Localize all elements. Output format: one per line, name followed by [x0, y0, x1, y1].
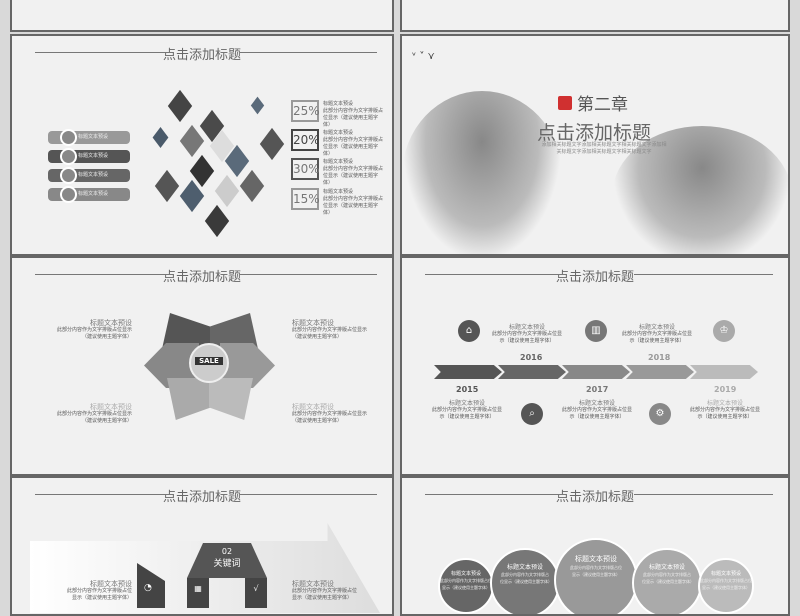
timeline-segment [562, 365, 630, 379]
list-item: 标题文本预设 [48, 148, 130, 165]
list-item: 标题文本预设 [48, 167, 130, 184]
item-body: 此部分内容作为文字排版占位显示（建议使用主题字体） [432, 407, 503, 420]
chapter-label: 第二章 [577, 95, 628, 115]
slide-partial-left[interactable] [10, 0, 394, 32]
keyword-number: 02 [221, 547, 233, 556]
year-label: 2018 [648, 353, 671, 362]
item-body: 此部分内容作为文字排版占位显示（建议使用主题字体） [323, 196, 384, 216]
item-body: 此部分内容作为文字排版占位显示（建议使用主题字体） [292, 327, 368, 340]
slide-title: 点击添加标题 [12, 266, 392, 285]
list-item: 标题文本预设 [48, 186, 130, 203]
item-body: 此部分内容作为文字排版占位显示（建议使用主题字体） [323, 166, 384, 186]
item-body: 此部分内容作为文字排版占位显示（建议使用主题字体） [323, 108, 384, 128]
item-heading: 标题文本预设 [90, 319, 132, 327]
item-body: 此部分内容作为文字排版占位显示（建议使用主题字体） [690, 407, 761, 420]
item-body: 此部分内容作为文字排版占位显示（建议使用主题字体） [323, 137, 384, 157]
item-heading: 标题文本预设 [90, 580, 132, 588]
slide-cube-infographic[interactable]: 点击添加标题 标题文本预设 标题文本预设 标题文本预设 标题文本预设 25% 2… [10, 34, 394, 256]
year-label: 2019 [714, 385, 737, 394]
item-heading: 标题文本预设 [323, 159, 354, 165]
slide-title: 点击添加标题 [12, 486, 392, 505]
slide-title: 点击添加标题 [402, 486, 788, 505]
item-body: 此部分内容作为文字排版占位显示（建议使用主题字体） [622, 331, 693, 344]
item-heading: 标题文本预设 [323, 101, 354, 107]
chart-icon: ▥ [585, 320, 607, 342]
slide-partial-right[interactable] [400, 0, 790, 32]
item-body: 此部分内容作为文字排版占位显示（建议使用主题字体） [292, 588, 358, 601]
bubble: 标题文本预设此部分内容作为文字排版占位显示（建议使用主题字体） [490, 548, 560, 614]
item-body: 此部分内容作为文字排版占位显示（建议使用主题字体） [492, 331, 563, 344]
item-heading: 标题文本预设 [292, 319, 334, 327]
keyword-column-left: ▦ [187, 578, 209, 608]
percent-box: 20% [291, 129, 320, 151]
sale-center: SALE [189, 343, 229, 383]
item-body: 此部分内容作为文字排版占位显示（建议使用主题字体） [56, 327, 132, 340]
timeline-segment [626, 365, 694, 379]
item-heading: 标题文本预设 [448, 400, 485, 407]
slide-bubbles[interactable]: 点击添加标题 标题文本预设此部分内容作为文字排版占位显示（建议使用主题字体） 标… [400, 476, 790, 616]
home-icon: ⌂ [458, 320, 480, 342]
timeline-segment [498, 365, 566, 379]
bubble: 标题文本预设此部分内容作为文字排版占位显示（建议使用主题字体） [554, 538, 638, 614]
bubble: 标题文本预设此部分内容作为文字排版占位显示（建议使用主题字体） [698, 558, 754, 614]
item-heading: 标题文本预设 [638, 324, 675, 331]
item-body: 此部分内容作为文字排版占位显示（建议使用主题字体） [67, 588, 133, 601]
item-heading: 标题文本预设 [90, 403, 132, 411]
slide-chapter-cover[interactable]: ᵛ ˅ ⋎ 第二章 点击添加标题 添加相关标题文字添加相关标题文字相关标题文字添… [400, 34, 790, 256]
item-heading: 标题文本预设 [292, 403, 334, 411]
ink-mountain-graphic [402, 91, 562, 254]
percent-box: 30% [291, 158, 320, 180]
item-heading: 标题文本预设 [706, 400, 743, 407]
bubble: 标题文本预设此部分内容作为文字排版占位显示（建议使用主题字体） [632, 548, 702, 614]
item-heading: 标题文本预设 [323, 130, 354, 136]
ink-mountain-graphic [612, 126, 788, 254]
keyword-label: 关键词 [213, 559, 241, 569]
birds-graphic: ᵛ ˅ ⋎ [412, 51, 435, 62]
sale-sign-label: SALE [195, 357, 223, 365]
chapter-title: 点击添加标题 [537, 122, 652, 144]
item-heading: 标题文本预设 [508, 324, 545, 331]
timeline-segment [434, 365, 502, 379]
chapter-subtitle: 添加相关标题文字添加相关标题文字相关标题文字添加相关标题文字添加相关标题文字相关… [541, 142, 667, 155]
item-body: 此部分内容作为文字排版占位显示（建议使用主题字体） [562, 407, 633, 420]
list-item: 标题文本预设 [48, 129, 130, 146]
item-heading: 标题文本预设 [578, 400, 615, 407]
slide-keyword[interactable]: 点击添加标题 02 关键词 ▦ √ ◔ 标题文本预设此部分内容作为文字排版占位显… [10, 476, 394, 616]
item-body: 此部分内容作为文字排版占位显示（建议使用主题字体） [56, 411, 132, 424]
percent-box: 25% [291, 100, 320, 122]
gear-icon: ⚙ [649, 403, 671, 425]
slide-timeline[interactable]: 点击添加标题 2015 2016 2017 2018 2019 ⌂ ⌕ ▥ ⚙ … [400, 256, 790, 476]
seal-stamp [558, 96, 572, 110]
item-heading: 标题文本预设 [323, 189, 354, 195]
slide-flower-diagram[interactable]: 点击添加标题 SALE 标题文本预设此部分内容作为文字排版占位显示（建议使用主题… [10, 256, 394, 476]
percent-box: 15% [291, 188, 320, 210]
search-icon: ⌕ [521, 403, 543, 425]
timeline-segment [690, 365, 758, 379]
keyword-column-right: √ [245, 578, 267, 608]
slide-title: 点击添加标题 [402, 266, 788, 285]
slide-title: 点击添加标题 [12, 44, 392, 63]
item-body: 此部分内容作为文字排版占位显示（建议使用主题字体） [292, 411, 368, 424]
trophy-icon: ♔ [713, 320, 735, 342]
item-heading: 标题文本预设 [292, 580, 334, 588]
bubble: 标题文本预设此部分内容作为文字排版占位显示（建议使用主题字体） [438, 558, 494, 614]
year-label: 2016 [520, 353, 543, 362]
year-label: 2015 [456, 385, 479, 394]
year-label: 2017 [586, 385, 609, 394]
